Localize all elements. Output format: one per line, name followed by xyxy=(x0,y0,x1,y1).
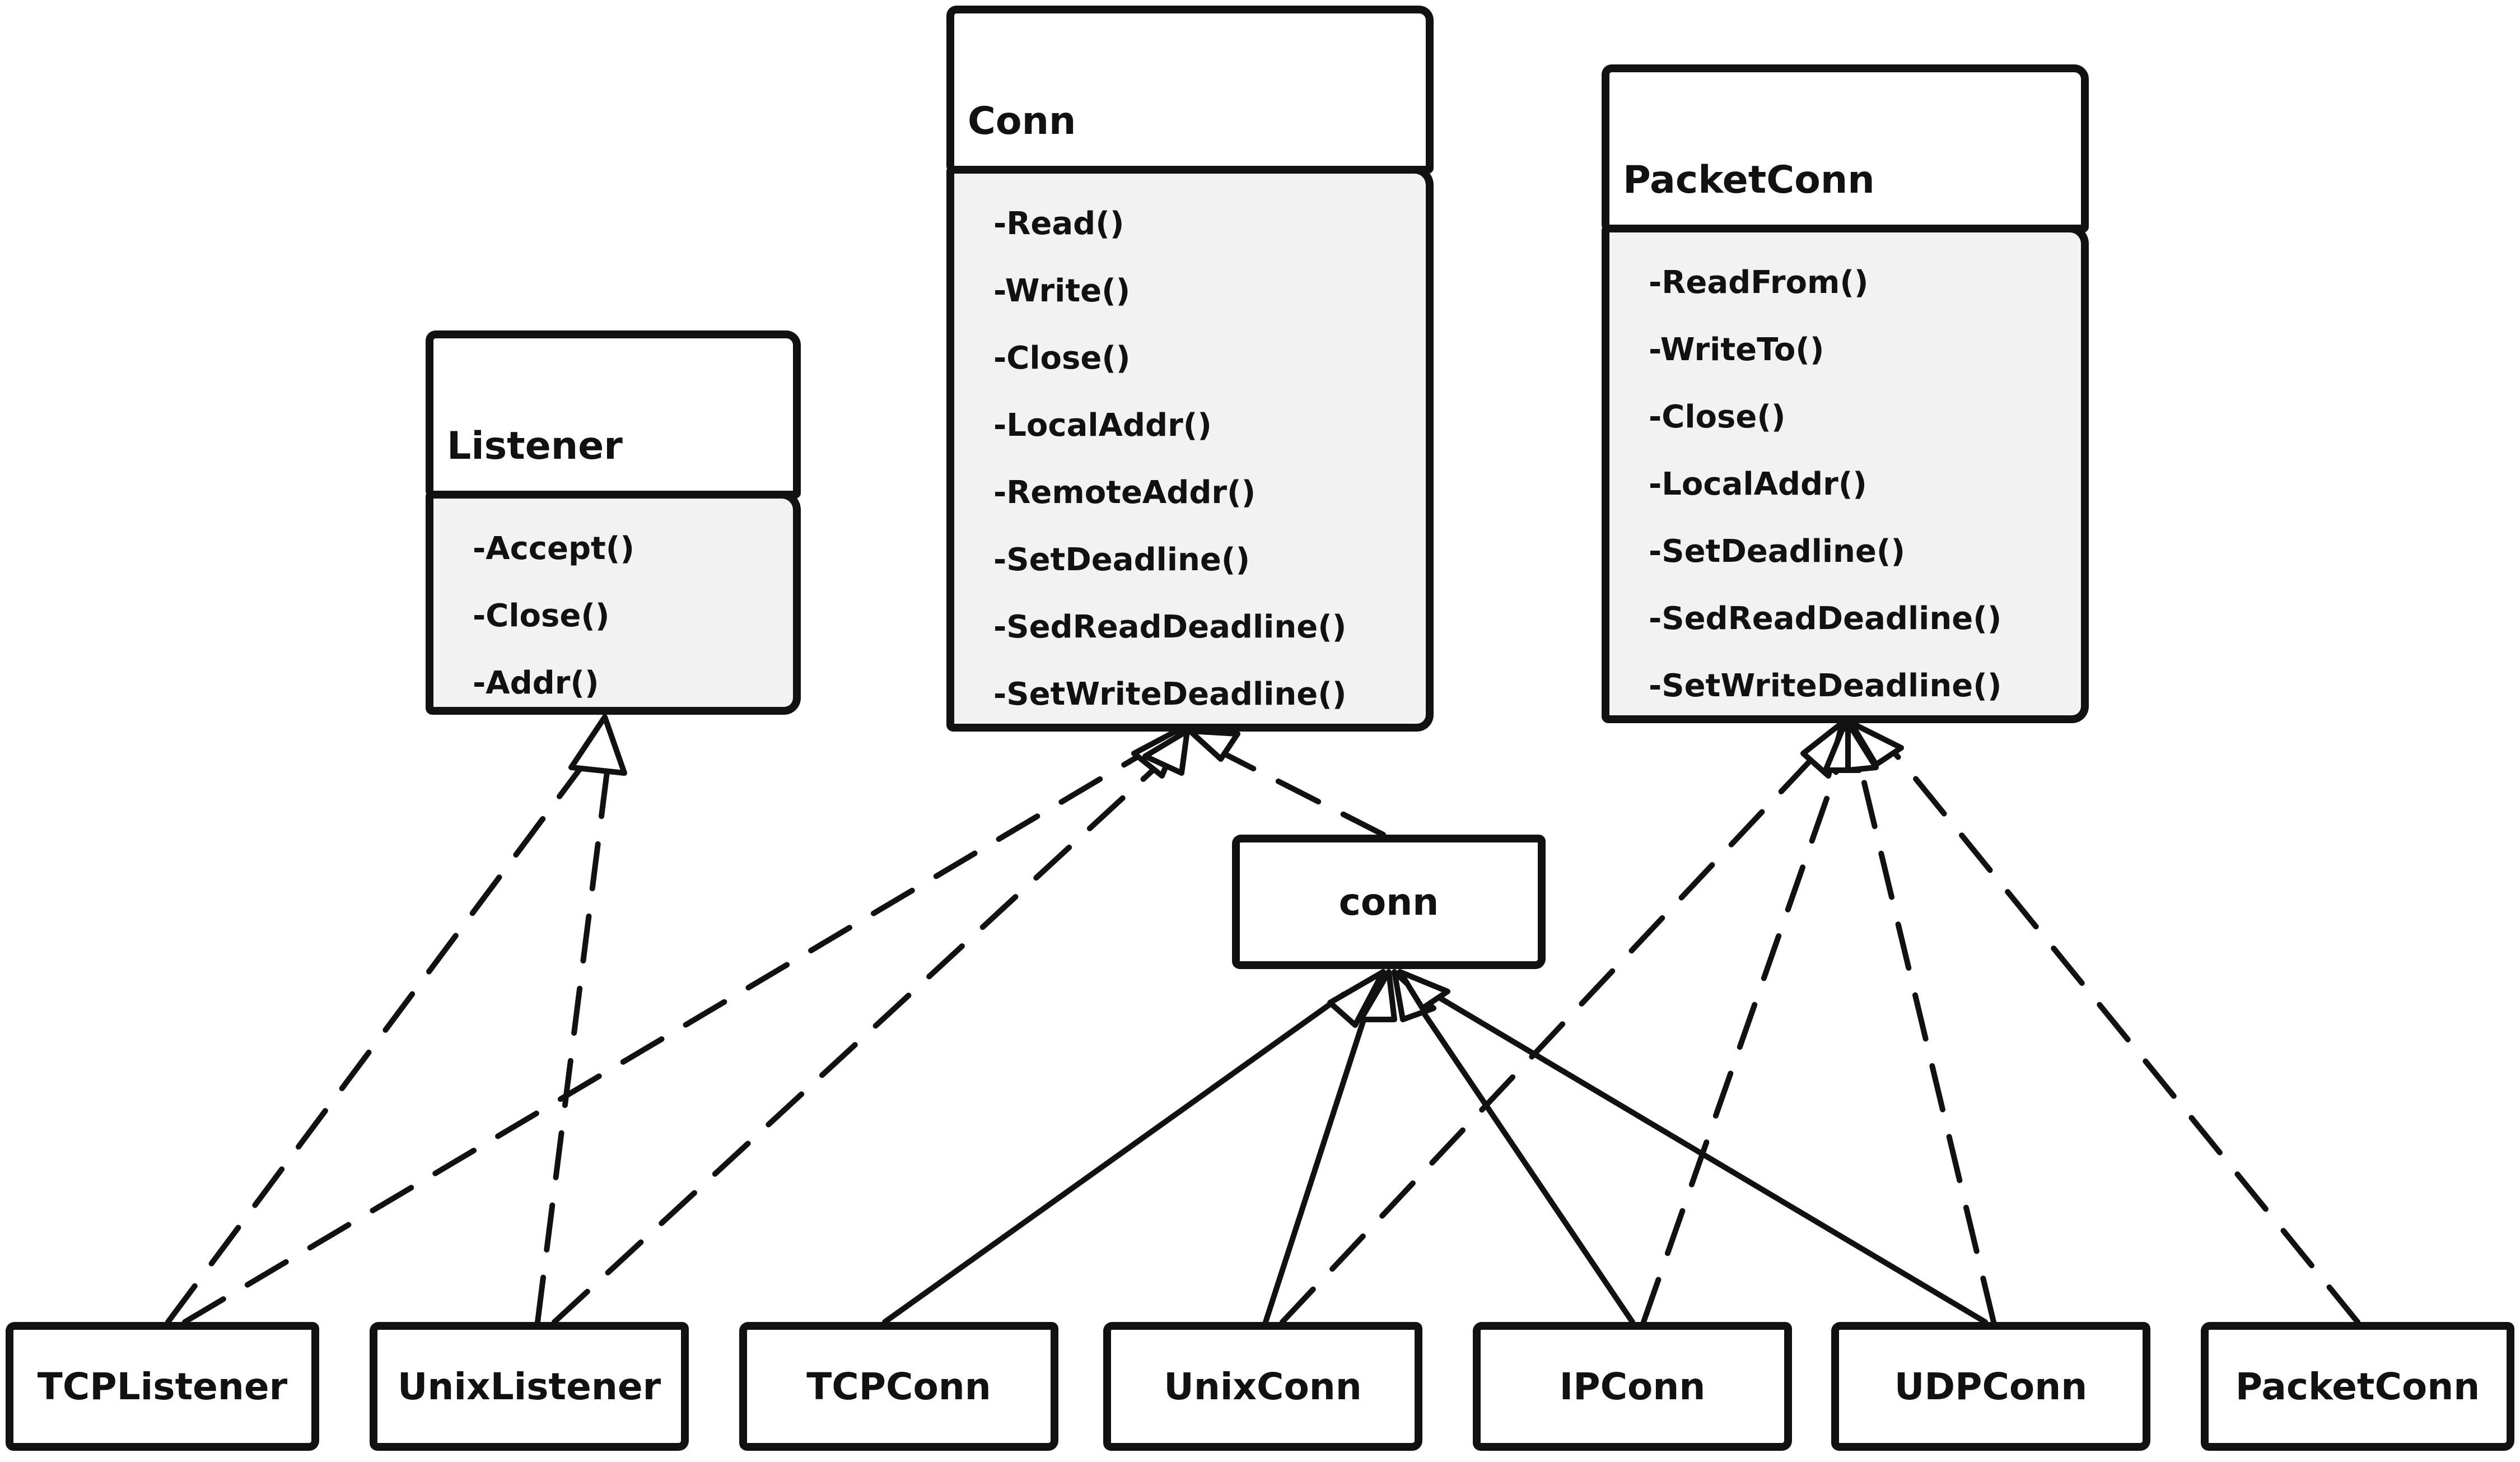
tcpconn-box[interactable]: TCPConn xyxy=(739,1322,1058,1451)
edge-inner-conn-to-conn xyxy=(1215,748,1386,837)
listener-method-list: -Accept() -Close() -Addr() xyxy=(473,515,634,717)
arrowhead-listener xyxy=(568,714,627,776)
arrowhead-packetconn-d xyxy=(1848,720,1904,767)
conn-methods-box: -Read() -Write() -Close() -LocalAddr() -… xyxy=(946,166,1434,732)
edge-unixlistener-to-listener xyxy=(535,765,610,1325)
unixconn-label: UnixConn xyxy=(1164,1365,1362,1408)
method-item: -Accept() xyxy=(473,530,634,567)
conn-title: Conn xyxy=(968,99,1076,143)
method-item: -Write() xyxy=(993,273,1131,309)
arrowhead-inner-conn-b xyxy=(1358,969,1397,1022)
edge-tcplistener-to-listener xyxy=(165,748,596,1325)
arrowhead-conn-right xyxy=(1187,728,1240,762)
edge-unixconn-to-inner-conn xyxy=(1263,1000,1372,1325)
inner-conn-box[interactable]: conn xyxy=(1232,835,1546,969)
method-item: -WriteTo() xyxy=(1649,332,1824,368)
packetconn-methods-box: -ReadFrom() -WriteTo() -Close() -LocalAd… xyxy=(1602,225,2089,723)
packetconn-impl-label: PacketConn xyxy=(2235,1365,2480,1408)
edge-udpconn-to-inner-conn xyxy=(1431,991,1988,1325)
edge-tcpconn-to-inner-conn xyxy=(882,991,1347,1325)
packetconn-header[interactable]: PacketConn xyxy=(1602,64,2089,232)
listener-header[interactable]: Listener xyxy=(426,330,801,499)
method-item: -Read() xyxy=(993,206,1124,242)
arrowhead-conn-mid xyxy=(1142,728,1190,776)
method-item: -RemoteAddr() xyxy=(993,474,1256,511)
udpconn-box[interactable]: UDPConn xyxy=(1831,1322,2150,1451)
unixlistener-label: UnixListener xyxy=(397,1365,661,1408)
edge-ipconn-to-packetconn xyxy=(1641,759,1842,1325)
tcplistener-label: TCPListener xyxy=(37,1365,288,1408)
unixconn-box[interactable]: UnixConn xyxy=(1103,1322,1422,1451)
conn-method-list: -Read() -Write() -Close() -LocalAddr() -… xyxy=(993,190,1346,728)
packetconn-impl-box[interactable]: PacketConn xyxy=(2201,1322,2514,1451)
arrowhead-inner-conn-d xyxy=(1397,969,1450,1011)
method-item: -Close() xyxy=(473,598,610,634)
method-item: -SetWriteDeadline() xyxy=(993,676,1347,713)
packetconn-title: PacketConn xyxy=(1623,158,1875,202)
ipconn-label: IPConn xyxy=(1559,1365,1706,1408)
arrowhead-inner-conn-a xyxy=(1327,969,1386,1028)
edge-ipconn-to-inner-conn xyxy=(1414,1000,1635,1325)
method-item: -LocalAddr() xyxy=(1649,466,1867,502)
udpconn-label: UDPConn xyxy=(1894,1365,2088,1408)
listener-methods-box: -Accept() -Close() -Addr() xyxy=(426,491,801,715)
inner-conn-label: conn xyxy=(1338,880,1439,924)
ipconn-box[interactable]: IPConn xyxy=(1473,1322,1792,1451)
edge-tcplistener-to-conn xyxy=(182,748,1151,1325)
method-item: -SetWriteDeadline() xyxy=(1649,668,2002,704)
conn-header[interactable]: Conn xyxy=(946,6,1434,174)
listener-title: Listener xyxy=(447,424,623,468)
unixlistener-box[interactable]: UnixListener xyxy=(370,1322,689,1451)
tcpconn-label: TCPConn xyxy=(806,1365,991,1408)
edge-unixlistener-to-conn xyxy=(552,759,1165,1325)
edge-unixconn-to-packetconn xyxy=(1280,753,1817,1325)
method-item: -ReadFrom() xyxy=(1649,264,1869,301)
method-item: -LocalAddr() xyxy=(993,407,1212,444)
method-item: -SedReadDeadline() xyxy=(993,609,1347,645)
method-item: -SedReadDeadline() xyxy=(1649,600,2002,637)
edge-udpconn-to-packetconn xyxy=(1856,759,1996,1325)
edge-packetconn-impl-to-packetconn xyxy=(1890,748,2360,1325)
method-item: -Addr() xyxy=(473,665,599,701)
method-item: -Close() xyxy=(1649,399,1786,435)
tcplistener-box[interactable]: TCPListener xyxy=(6,1322,319,1451)
method-item: -Close() xyxy=(993,340,1131,376)
method-item: -SetDeadline() xyxy=(1649,533,1906,570)
method-item: -SetDeadline() xyxy=(993,542,1250,578)
packetconn-method-list: -ReadFrom() -WriteTo() -Close() -LocalAd… xyxy=(1649,249,2001,720)
